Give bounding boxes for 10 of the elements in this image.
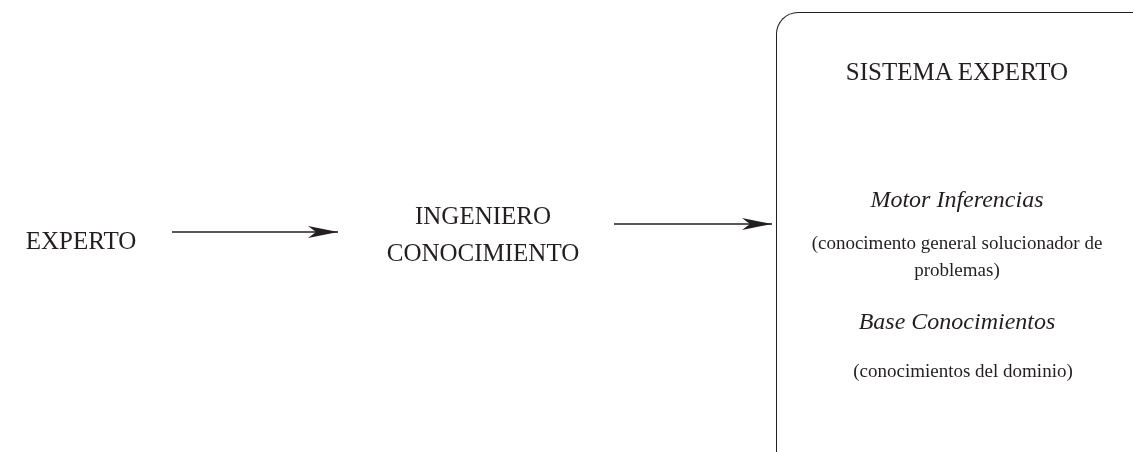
- component-description: (conocimientos del dominio): [852, 359, 1074, 383]
- arrow: [171, 226, 339, 238]
- arrow: [613, 218, 773, 230]
- component-title: Motor Inferencias: [869, 185, 1045, 214]
- role-label: INGENIERO CONOCIMIENTO: [360, 196, 606, 272]
- panel-title: SISTEMA EXPERTO: [844, 57, 1070, 87]
- component-title: Base Conocimientos: [857, 307, 1057, 336]
- system-panel: [776, 12, 1133, 452]
- component-description: (conocimento general solucionador de problemas): [810, 231, 1104, 282]
- actor-label: EXPERTO: [10, 222, 152, 258]
